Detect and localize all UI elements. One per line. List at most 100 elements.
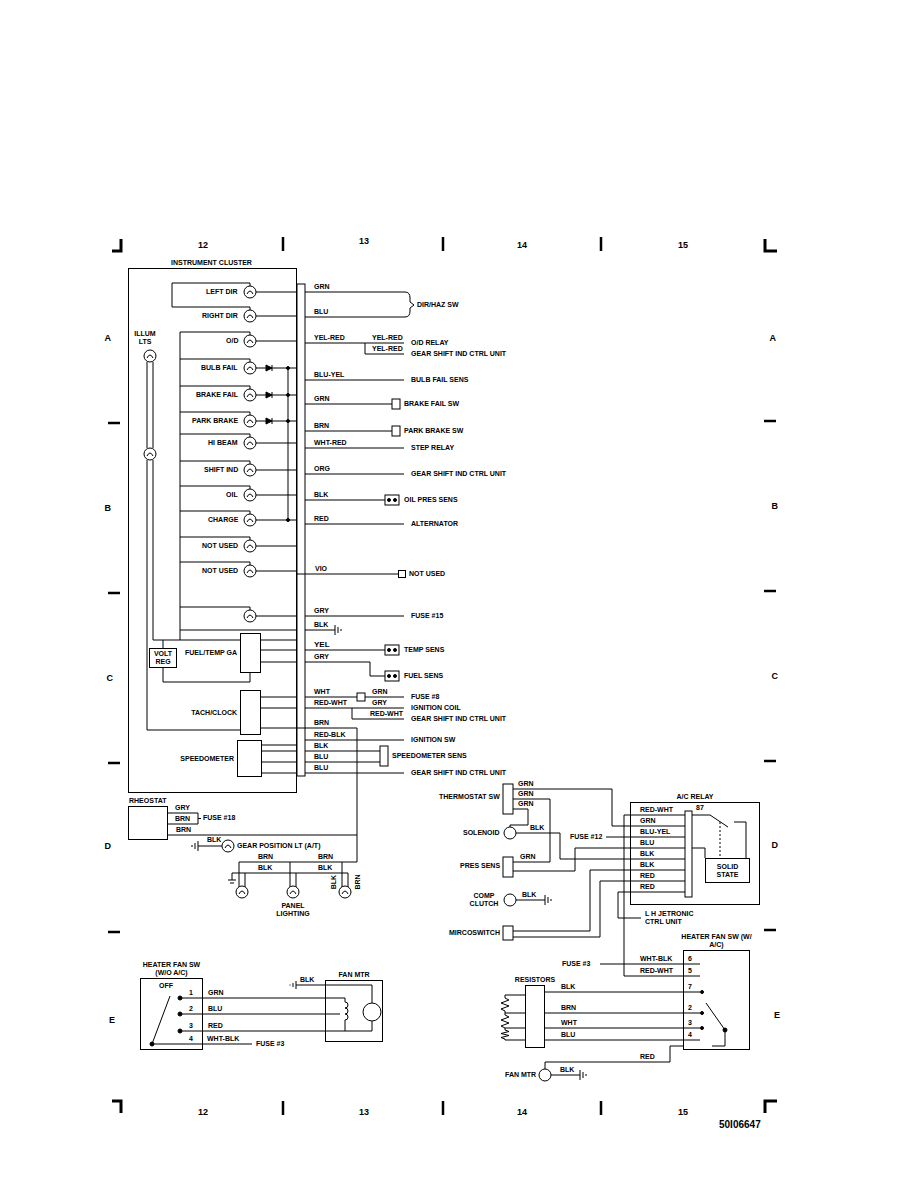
wire-color: GRN: [207, 989, 225, 997]
component-label: 87: [696, 804, 704, 812]
gauge-box: FUEL/TEMP GA: [240, 633, 261, 673]
wire-color: RED-BLK: [314, 731, 346, 739]
component-label: GEAR POSITION LT (A/T): [237, 842, 320, 850]
component-label: OFF: [159, 982, 173, 990]
component-label: 6: [688, 955, 692, 963]
contact-dot: [150, 1042, 154, 1046]
connector-symbol: [503, 784, 513, 814]
component-label: GRN: [518, 790, 534, 798]
wire-color: BLU: [314, 753, 328, 761]
lamp-label: NOT USED: [202, 567, 238, 575]
grid-reference: C: [107, 673, 114, 683]
lamp-label: HI BEAM: [208, 439, 238, 447]
destination-label: ALTERNATOR: [411, 520, 458, 528]
destination-label: OIL PRES SENS: [404, 496, 458, 504]
wire-color: BRN: [560, 1004, 577, 1012]
lamp-label: LEFT DIR: [206, 288, 238, 296]
motor-wire: [545, 1046, 683, 1080]
wire-color: RED: [314, 515, 329, 523]
instrument-cluster: INSTRUMENT CLUSTERVOLT REGFUEL/TEMP GATA…: [128, 268, 297, 793]
contact-dot: [178, 1012, 182, 1016]
component-label: FUSE #3: [562, 960, 590, 968]
component-label: RHEOSTAT: [129, 797, 166, 805]
component-label: BRN: [258, 853, 273, 861]
wire-color: BLU: [207, 1005, 223, 1013]
relay-wire: [630, 815, 746, 892]
connector-symbol: [385, 671, 399, 681]
component-label: 2: [688, 1004, 692, 1012]
grid-reference: 14: [517, 1107, 527, 1117]
component-label: BRN: [353, 874, 361, 889]
destination-label: O/D RELAY: [411, 339, 448, 347]
component-label: 4: [688, 1031, 692, 1039]
component-label: 4: [189, 1035, 193, 1043]
pin-dot: [394, 675, 397, 678]
lamp-symbol: [236, 886, 248, 898]
destination-label: GEAR SHIFT IND CTRL UNIT: [411, 715, 506, 723]
component-label: BLK: [640, 861, 654, 869]
lamp-label: BRAKE FAIL: [196, 391, 238, 399]
wire-connector: [168, 728, 357, 835]
connector-strip: [297, 284, 305, 776]
lamp-symbol: [244, 540, 256, 552]
wire-color: RED-WHT: [314, 699, 347, 707]
component-label: WHT-BLK: [640, 955, 672, 963]
component-label: INSTRUMENT CLUSTER: [171, 259, 252, 267]
lamp-label: ILLUM LTS: [131, 330, 159, 346]
grid-reference: E: [109, 1015, 115, 1025]
gauge-box: TACH/CLOCK: [240, 690, 261, 735]
component-label: BLK: [530, 824, 544, 832]
module-box: SOLID STATE: [705, 858, 750, 883]
lamp-symbol: [287, 886, 299, 898]
grid-tick: [108, 237, 776, 1115]
frame-corner: [112, 239, 777, 1113]
resistor-symbol: [501, 995, 525, 1040]
lamp-label: OIL: [226, 491, 238, 499]
component-label: 1: [189, 989, 193, 997]
lamp-filament: [225, 845, 231, 848]
component-label: BRN: [318, 853, 333, 861]
voltage-regulator: VOLT REG: [149, 648, 177, 668]
wire-connector: [545, 1028, 683, 1029]
wire-connector: [203, 998, 325, 999]
lamp-label: SHIFT IND: [204, 466, 238, 474]
wire-color: BRN: [314, 719, 329, 727]
diode-bar: [272, 365, 273, 424]
component-label: 5: [688, 967, 692, 975]
grid-reference: E: [774, 1010, 780, 1020]
lamp-symbol: [244, 514, 256, 526]
wire-connector: [545, 1040, 683, 1041]
component-label: A/C RELAY: [676, 793, 713, 801]
component-label: 7: [688, 983, 692, 991]
destination-label: IGNITION COIL: [411, 704, 461, 712]
pin-dot: [388, 675, 391, 678]
illumination-wire: [147, 362, 250, 730]
wire-color: GRY: [314, 653, 329, 661]
component-label: GRN: [518, 800, 534, 808]
component-label: FUSE #12: [570, 833, 602, 841]
connector-symbol: [392, 399, 400, 409]
wire-color: BLU-YEL: [314, 371, 344, 379]
wire-color: BLK: [314, 491, 328, 499]
destination-label: BULB FAIL SENS: [411, 376, 468, 384]
lamp-symbol: [339, 886, 351, 898]
component-label: FUEL/TEMP GA: [185, 649, 237, 657]
indicator-lamps: [144, 286, 256, 622]
lamp-symbol: [244, 489, 256, 501]
wire-connector: [545, 992, 683, 993]
diode-symbol: [266, 365, 272, 424]
wire-color: YEL-RED: [372, 334, 403, 342]
lamp-filament: [147, 291, 253, 618]
wire-color: VIO: [314, 565, 328, 573]
component-label: PANEL LIGHTING: [268, 902, 318, 918]
wire-connector: [545, 1013, 683, 1014]
grid-reference: 12: [198, 1107, 208, 1117]
component-label: FAN MTR: [338, 971, 369, 979]
grid-reference: C: [772, 671, 779, 681]
wire-color: YEL: [314, 640, 330, 649]
lamp-symbol: [244, 335, 256, 347]
lamp-symbol: [222, 840, 234, 852]
wire-color: YEL-RED: [314, 334, 345, 342]
component-label: BRN: [175, 815, 190, 823]
